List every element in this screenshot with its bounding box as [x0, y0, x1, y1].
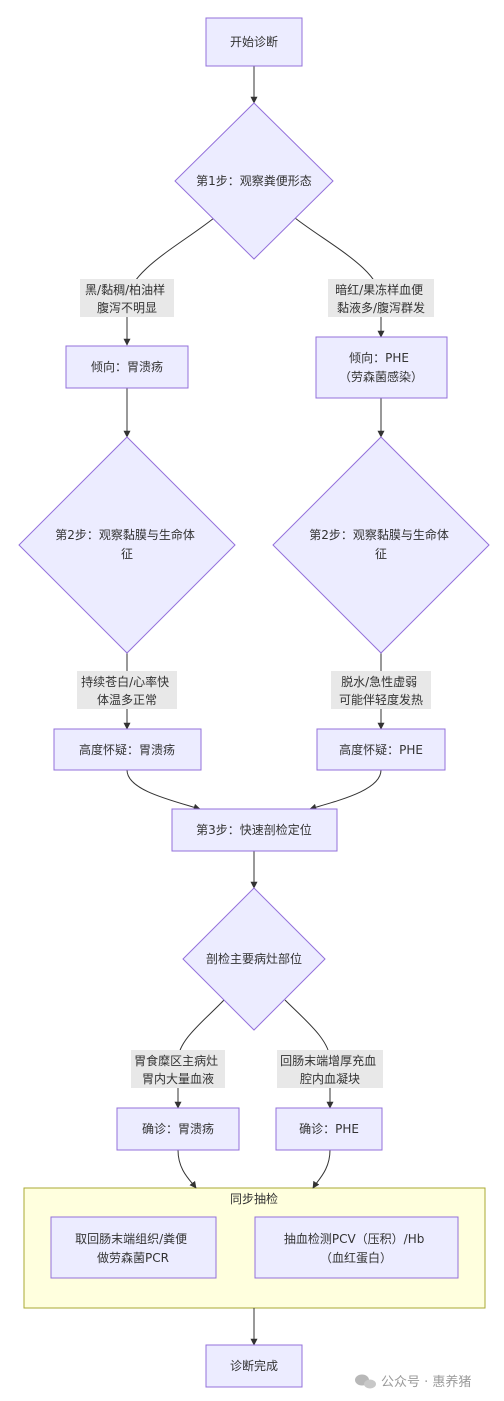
node-suspect-right: 高度怀疑：PHE: [316, 728, 446, 771]
edge-label-stool-right: 暗红/果冻样血便 黏液多/腹泻群发: [328, 279, 434, 317]
step2-right-line2: 征: [375, 547, 387, 561]
edge-confirm-left-sync: [177, 1149, 197, 1189]
svg-text:取回肠末端组织/粪便 做劳森菌PCR: 取回肠末端组织/粪便 做劳森菌PCR: [75, 1232, 191, 1265]
step1-label: 第1步：观察粪便形态: [196, 174, 312, 188]
stool-right-line1: 暗红/果冻样血便: [335, 282, 423, 297]
edge-label-stool-left: 黑/黏稠/柏油样 腹泻不明显: [80, 279, 174, 317]
edge-suspect-right-step3: [309, 769, 382, 811]
svg-text:脱水/急性虚弱 可能伴轻度发热: 脱水/急性虚弱 可能伴轻度发热: [339, 674, 423, 707]
lesion-right-line1: 回肠末端增厚充血: [280, 1053, 376, 1068]
lesion-left-line2: 胃内大量血液: [142, 1071, 214, 1086]
step2-left-line1: 第2步：观察黏膜与生命体: [55, 527, 195, 542]
edge-label-mucosa-left: 持续苍白/心率快 体温多正常: [77, 671, 177, 709]
node-confirm-right: 确诊：PHE: [275, 1107, 383, 1151]
svg-text:暗红/果冻样血便 黏液多/腹泻群发: 暗红/果冻样血便 黏液多/腹泻群发: [335, 282, 427, 315]
svg-text:胃食糜区主病灶 胃内大量血液: 胃食糜区主病灶 胃内大量血液: [134, 1053, 222, 1086]
svg-text:倾向：PHE （劳森菌感染）: 倾向：PHE （劳森菌感染）: [339, 350, 423, 384]
edge-confirm-right-sync: [312, 1149, 331, 1189]
necropsy-label: 剖检主要病灶部位: [206, 951, 302, 966]
lean-right-line2: （劳森菌感染）: [339, 369, 423, 384]
lean-right-line1: 倾向：PHE: [349, 350, 409, 365]
step2-left-line2: 征: [121, 547, 133, 561]
node-lean-left: 倾向：胃溃疡: [65, 345, 189, 389]
svg-text:第2步：观察黏膜与生命体 征: 第2步：观察黏膜与生命体 征: [55, 527, 198, 561]
mucosa-right-line2: 可能伴轻度发热: [339, 692, 423, 707]
edge-label-lesion-left: 胃食糜区主病灶 胃内大量血液: [131, 1050, 225, 1088]
confirm-right-label: 确诊：PHE: [299, 1122, 359, 1136]
step2-right-line1: 第2步：观察黏膜与生命体: [309, 527, 449, 542]
node-necropsy: 剖检主要病灶部位: [182, 887, 326, 1031]
svg-text:回肠末端增厚充血 腔内血凝块: 回肠末端增厚充血 腔内血凝块: [280, 1053, 380, 1086]
sync-sampling-title: 同步抽检: [230, 1191, 278, 1206]
mucosa-left-line2: 体温多正常: [97, 693, 157, 707]
suspect-right-label: 高度怀疑：PHE: [339, 742, 423, 757]
node-step3: 第3步：快速剖检定位: [171, 808, 338, 852]
edge-label-lesion-right: 回肠末端增厚充血 腔内血凝块: [277, 1050, 383, 1088]
end-label: 诊断完成: [230, 1358, 278, 1373]
sample-left-line1: 取回肠末端组织/粪便: [75, 1232, 187, 1246]
sample-right-line2: （血红蛋白）: [320, 1250, 392, 1265]
node-step2-right: 第2步：观察黏膜与生命体 征: [272, 436, 490, 654]
node-sample-left: 取回肠末端组织/粪便 做劳森菌PCR: [50, 1216, 217, 1279]
edges: [123, 66, 385, 1346]
stool-left-line1: 黑/黏稠/柏油样: [85, 282, 165, 297]
node-suspect-left: 高度怀疑：胃溃疡: [53, 728, 202, 771]
watermark-text: 公众号 · 惠养猪: [381, 1374, 471, 1390]
watermark: 公众号 · 惠养猪: [355, 1374, 471, 1390]
lesion-left-line1: 胃食糜区主病灶: [134, 1053, 218, 1068]
lesion-right-line2: 腔内血凝块: [300, 1071, 360, 1086]
node-confirm-left: 确诊：胃溃疡: [116, 1107, 240, 1151]
mucosa-left-line1: 持续苍白/心率快: [81, 674, 169, 689]
svg-text:持续苍白/心率快 体温多正常: 持续苍白/心率快 体温多正常: [81, 674, 173, 707]
svg-text:抽血检测PCV（压积）/Hb （血红蛋白）: 抽血检测PCV（压积）/Hb （血红蛋白）: [284, 1231, 428, 1265]
svg-text:黑/黏稠/柏油样 腹泻不明显: 黑/黏稠/柏油样 腹泻不明显: [85, 282, 169, 315]
node-sample-right: 抽血检测PCV（压积）/Hb （血红蛋白）: [254, 1216, 459, 1279]
node-end: 诊断完成: [205, 1344, 303, 1388]
confirm-left-label: 确诊：胃溃疡: [142, 1121, 214, 1136]
edge-suspect-left-step3: [126, 769, 201, 811]
suspect-left-label: 高度怀疑：胃溃疡: [79, 742, 175, 757]
sample-right-line1: 抽血检测PCV（压积）/Hb: [284, 1231, 425, 1246]
wechat-icon: [355, 1374, 376, 1389]
mucosa-right-line1: 脱水/急性虚弱: [341, 674, 417, 689]
edge-step1-right: [294, 217, 385, 338]
sample-left-line2: 做劳森菌PCR: [97, 1250, 169, 1265]
lean-left-label: 倾向：胃溃疡: [91, 359, 163, 374]
stool-left-line2: 腹泻不明显: [97, 301, 157, 315]
node-step1: 第1步：观察粪便形态: [174, 102, 334, 260]
start-label: 开始诊断: [230, 34, 278, 49]
edge-label-mucosa-right: 脱水/急性虚弱 可能伴轻度发热: [331, 671, 431, 709]
stool-right-line2: 黏液多/腹泻群发: [337, 300, 425, 315]
node-step2-left: 第2步：观察黏膜与生命体 征: [18, 436, 236, 654]
svg-text:第2步：观察黏膜与生命体 征: 第2步：观察黏膜与生命体 征: [309, 527, 452, 561]
node-lean-right: 倾向：PHE （劳森菌感染）: [315, 336, 448, 399]
node-start: 开始诊断: [205, 17, 303, 67]
step3-label: 第3步：快速剖检定位: [196, 822, 312, 837]
